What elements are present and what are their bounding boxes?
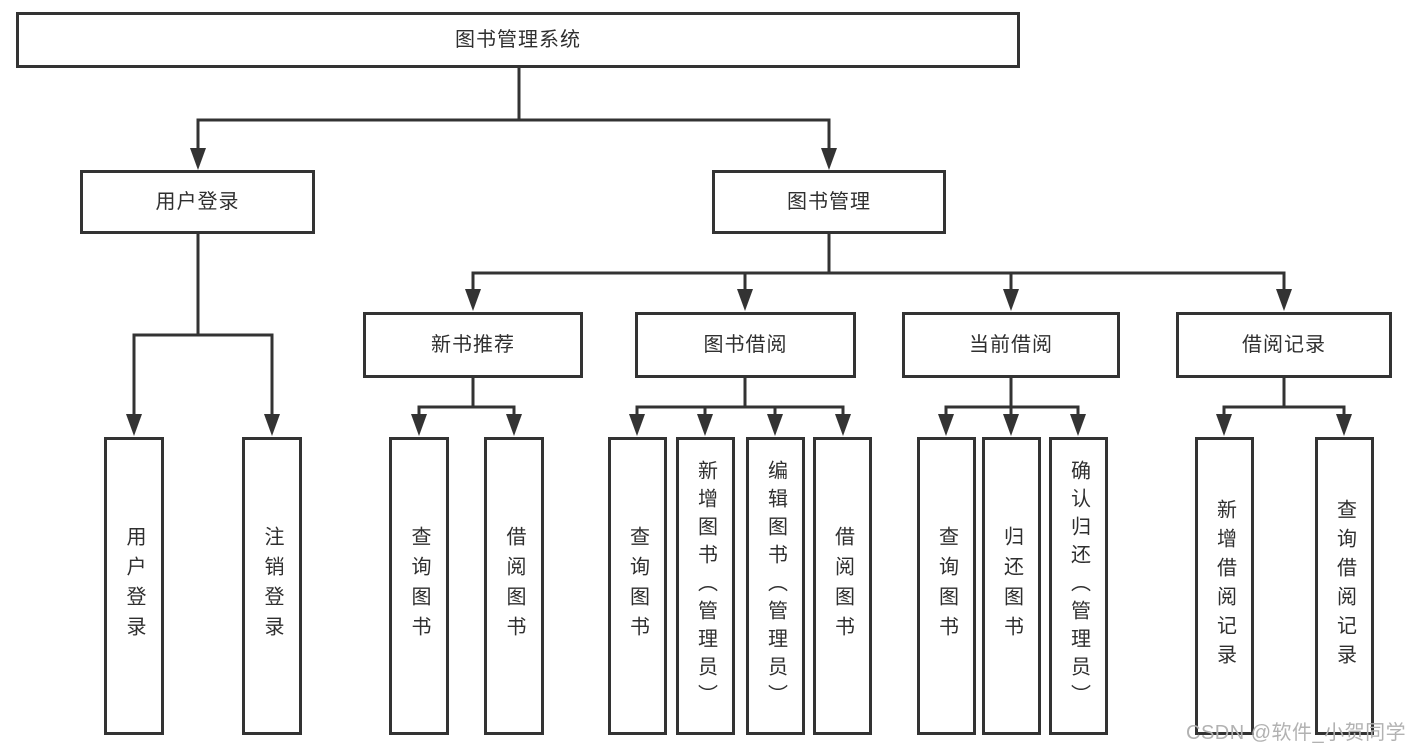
node-user-login: 用户登录 (80, 170, 315, 234)
leaf-borrowing-edit-books-admin: 编辑图书（管理员） (746, 437, 805, 735)
csdn-watermark: CSDN @软件_小贺同学 (1186, 722, 1405, 744)
leaf-label: 用户登录 (123, 526, 145, 646)
leaf-label: 查询图书 (408, 526, 430, 646)
leaf-current-return-books: 归还图书 (982, 437, 1041, 735)
leaf-records-add-borrow-record: 新增借阅记录 (1195, 437, 1254, 735)
node-borrowing-records: 借阅记录 (1176, 312, 1392, 378)
node-current-borrowing: 当前借阅 (902, 312, 1120, 378)
node-label: 借阅记录 (1242, 334, 1326, 356)
node-label: 图书借阅 (703, 334, 788, 356)
leaf-label: 归还图书 (1000, 526, 1023, 646)
leaf-label: 新增借阅记录 (1213, 499, 1236, 673)
node-book-management: 图书管理 (712, 170, 946, 234)
leaf-logout: 注销登录 (242, 437, 302, 735)
node-label: 图书管理系统 (455, 29, 581, 51)
leaf-label: 借阅图书 (503, 526, 525, 646)
node-root-book-management-system: 图书管理系统 (16, 12, 1020, 68)
node-label: 用户登录 (155, 191, 240, 213)
leaf-newbook-query-books: 查询图书 (389, 437, 449, 735)
node-label: 图书管理 (787, 191, 871, 213)
leaf-label: 新增图书（管理员） (694, 460, 717, 712)
leaf-newbook-borrow-books: 借阅图书 (484, 437, 544, 735)
node-label: 新书推荐 (431, 334, 515, 356)
arrowheads (126, 148, 1352, 436)
node-new-book-recommendation: 新书推荐 (363, 312, 583, 378)
leaf-current-query-books: 查询图书 (917, 437, 976, 735)
leaf-label: 查询图书 (935, 526, 958, 646)
leaf-borrowing-query-books: 查询图书 (608, 437, 667, 735)
leaf-user-login: 用户登录 (104, 437, 164, 735)
node-label: 当前借阅 (969, 334, 1053, 356)
leaf-current-confirm-return-admin: 确认归还（管理员） (1049, 437, 1108, 735)
leaf-label: 注销登录 (261, 526, 283, 646)
leaf-label: 查询图书 (626, 526, 649, 646)
leaf-label: 编辑图书（管理员） (764, 460, 787, 712)
leaf-borrowing-borrow-books: 借阅图书 (813, 437, 872, 735)
leaf-label: 借阅图书 (831, 526, 854, 646)
leaf-borrowing-add-books-admin: 新增图书（管理员） (676, 437, 735, 735)
leaf-label: 确认归还（管理员） (1067, 460, 1090, 712)
leaf-records-query-borrow-record: 查询借阅记录 (1315, 437, 1374, 735)
node-book-borrowing: 图书借阅 (635, 312, 856, 378)
leaf-label: 查询借阅记录 (1333, 499, 1356, 673)
